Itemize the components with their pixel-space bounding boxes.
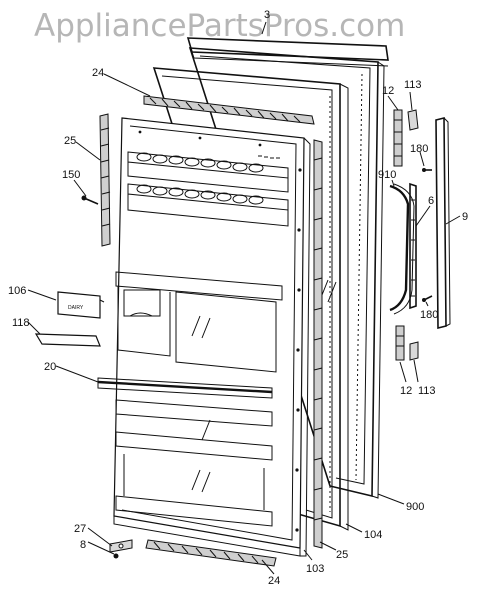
hinge-bracket [109, 539, 133, 553]
callout-180-bottom: 180 [420, 309, 438, 321]
callout-118: 118 [12, 317, 30, 329]
handle-mount-bottom [395, 325, 405, 361]
dairy-compartment [115, 271, 283, 373]
callout-113-top: 113 [404, 79, 422, 91]
handle-cap-bottom [409, 341, 419, 361]
callout-25-left: 25 [64, 135, 76, 147]
dairy-tray-cover: DAIRY [57, 291, 105, 319]
callout-104: 104 [364, 529, 382, 541]
liner-screw-holes [138, 130, 302, 532]
callout-113-bottom: 113 [418, 385, 436, 397]
hinge-screw [113, 553, 119, 559]
callout-24-top: 24 [92, 67, 104, 79]
callout-labels: 3 24 25 150 106 118 20 27 8 24 103 25 10… [8, 9, 468, 587]
watermark: AppliancePartsPros.com [34, 8, 406, 44]
leader-lines [27, 21, 461, 575]
callout-180-top: 180 [410, 143, 428, 155]
dairy-tray-label: DAIRY [68, 305, 84, 311]
callout-106: 106 [8, 285, 26, 297]
callout-12-top: 12 [382, 85, 394, 97]
egg-cups-row-1 [136, 152, 264, 173]
handle-910 [389, 183, 415, 315]
callout-150: 150 [62, 169, 80, 181]
callout-27: 27 [74, 523, 86, 535]
handle-screw-bottom [422, 295, 433, 302]
callout-25-bottom: 25 [336, 549, 348, 561]
callout-8: 8 [80, 539, 86, 551]
callout-103: 103 [306, 563, 324, 575]
callout-910: 910 [378, 169, 396, 181]
egg-shelf-upper [127, 151, 289, 193]
gasket-strip-right [313, 139, 323, 549]
egg-shelf-lower [127, 183, 289, 227]
callout-20: 20 [44, 361, 56, 373]
callout-6: 6 [428, 195, 434, 207]
inner-door-liner [113, 117, 311, 557]
magnetic-strip-top [143, 95, 315, 125]
magnetic-strip-bottom [145, 539, 277, 567]
callout-24-bottom: 24 [268, 575, 280, 587]
lower-door-shelves [115, 399, 273, 527]
handle-cap-top [407, 109, 419, 131]
handle-trim-9 [435, 116, 451, 330]
callout-3: 3 [264, 9, 270, 21]
handle-mount-top [393, 109, 403, 167]
door-shelf-bar [97, 377, 273, 399]
callout-9: 9 [462, 211, 468, 223]
handle-insert-6 [409, 182, 417, 310]
gasket-strip-left [99, 113, 111, 247]
callout-12-bottom: 12 [400, 385, 412, 397]
callout-900: 900 [406, 501, 424, 513]
dairy-tray-base [34, 333, 101, 347]
screw-150 [81, 195, 99, 205]
handle-screw-top [422, 168, 432, 172]
egg-cups-row-2 [136, 184, 264, 205]
